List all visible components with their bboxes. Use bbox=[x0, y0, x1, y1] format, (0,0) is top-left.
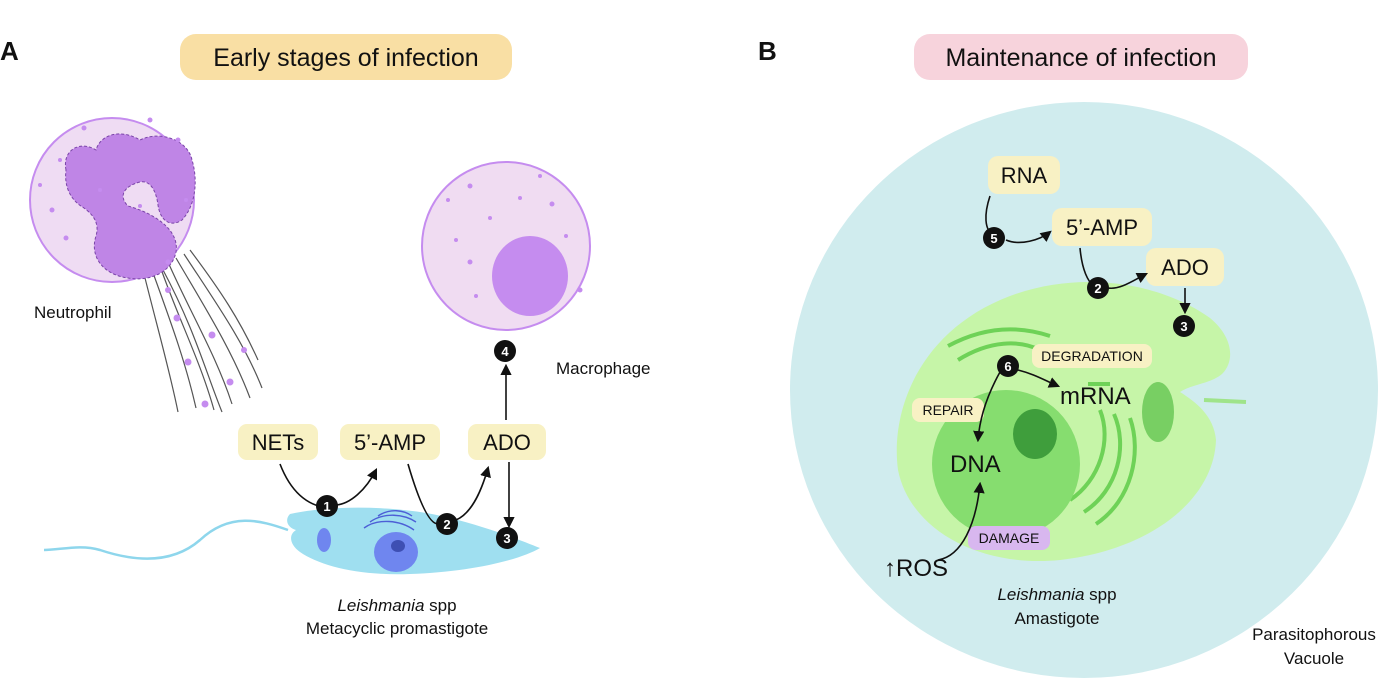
amp-box-a bbox=[340, 424, 440, 460]
spp-a: spp bbox=[424, 596, 456, 615]
promastigote-label-line1: Leishmania spp bbox=[337, 596, 456, 615]
neutrophil-nucleus bbox=[64, 133, 196, 280]
panel-a-title: Early stages of infection bbox=[213, 44, 478, 72]
mrna-label: mRNA bbox=[1060, 383, 1131, 410]
repair-label: REPAIR bbox=[922, 402, 973, 418]
ado-label-a: ADO bbox=[483, 430, 531, 455]
step-2-label-a: 2 bbox=[443, 517, 450, 532]
flagellum bbox=[43, 519, 289, 560]
amastigote-kinetoplast bbox=[1142, 382, 1174, 442]
spp-b: spp bbox=[1084, 585, 1116, 604]
panel-a-letter: A bbox=[0, 36, 19, 66]
golgi bbox=[363, 510, 417, 531]
macrophage-granules bbox=[446, 174, 583, 298]
promastigote-nucleolus bbox=[391, 540, 405, 552]
step-3-label-b: 3 bbox=[1180, 319, 1187, 334]
step-3-a: 3 bbox=[496, 527, 518, 549]
step-3-label-a: 3 bbox=[503, 531, 510, 546]
leishmania-genus-a: Leishmania bbox=[337, 596, 424, 615]
neutrophil-cell: Neutrophil bbox=[29, 117, 263, 413]
step-2-b: 2 bbox=[1087, 277, 1109, 299]
vacuole-label-line1: Parasitophorous bbox=[1252, 625, 1376, 644]
net-strands bbox=[143, 249, 263, 413]
damage-label: DAMAGE bbox=[979, 530, 1040, 546]
macrophage-label: Macrophage bbox=[556, 359, 651, 378]
step-2-label-b: 2 bbox=[1094, 281, 1101, 296]
net-dots bbox=[165, 287, 247, 408]
step-1-label: 1 bbox=[323, 499, 330, 514]
neutrophil-granules bbox=[38, 117, 188, 265]
amastigote-nucleolus bbox=[1013, 409, 1057, 459]
arrow-6-to-dna bbox=[973, 371, 1001, 443]
rna-label: RNA bbox=[1001, 163, 1048, 188]
kinetoplast bbox=[317, 528, 331, 552]
arrow-6-to-mrna bbox=[1017, 369, 1061, 388]
step-5-label: 5 bbox=[990, 231, 997, 246]
amastigote-er bbox=[947, 327, 1137, 526]
vacuole-label-line2: Vacuole bbox=[1284, 649, 1344, 668]
arrow-amp-to-2 bbox=[407, 463, 439, 525]
degradation-tag bbox=[1032, 344, 1152, 368]
step-4-a: 4 bbox=[494, 340, 516, 362]
step-2-a: 2 bbox=[436, 513, 458, 535]
leishmania-genus-b: Leishmania bbox=[997, 585, 1084, 604]
amp-label-a: 5’-AMP bbox=[354, 430, 426, 455]
nets-label: NETs bbox=[252, 430, 305, 455]
macrophage-cell: Macrophage bbox=[421, 161, 651, 378]
neutrophil-label: Neutrophil bbox=[34, 303, 112, 322]
ros-label: ↑ROS bbox=[884, 555, 948, 582]
amp-label-b: 5’-AMP bbox=[1066, 215, 1138, 240]
macrophage-nucleus bbox=[492, 236, 568, 316]
arrow-ros-to-dna bbox=[937, 481, 985, 561]
step-3-b: 3 bbox=[1173, 315, 1195, 337]
panel-a: A Early stages of infection bbox=[0, 34, 651, 638]
step-4-label: 4 bbox=[501, 344, 509, 359]
degradation-label: DEGRADATION bbox=[1041, 348, 1143, 364]
step-5-b: 5 bbox=[983, 227, 1005, 249]
ado-label-b: ADO bbox=[1161, 255, 1209, 280]
panel-b-title: Maintenance of infection bbox=[945, 44, 1216, 72]
panel-b: B Maintenance of infection Parasitophoro… bbox=[758, 34, 1378, 678]
promastigote: Leishmania spp Metacyclic promastigote bbox=[43, 507, 540, 638]
repair-tag bbox=[912, 398, 984, 422]
step-1-a: 1 bbox=[316, 495, 338, 517]
rna-box bbox=[988, 156, 1060, 194]
promastigote-label-line2: Metacyclic promastigote bbox=[306, 619, 488, 638]
nets-box bbox=[238, 424, 318, 460]
arrow-1-to-amp bbox=[335, 467, 378, 506]
amp-box-b bbox=[1052, 208, 1152, 246]
ado-box-b bbox=[1146, 248, 1224, 286]
panel-b-title-bg bbox=[914, 34, 1248, 80]
dna-label: DNA bbox=[950, 451, 1001, 478]
damage-tag bbox=[968, 526, 1050, 550]
arrow-5-to-amp bbox=[1005, 230, 1052, 244]
panel-a-title-bg bbox=[180, 34, 512, 80]
step-6-b: 6 bbox=[997, 355, 1019, 377]
amastigote-flagellum bbox=[1203, 398, 1247, 404]
amastigote-label-line2: Amastigote bbox=[1014, 609, 1099, 628]
arrow-2-to-ado bbox=[455, 465, 491, 521]
arrow-2b-to-ado bbox=[1107, 272, 1149, 290]
promastigote-nucleus bbox=[374, 532, 418, 572]
panel-b-letter: B bbox=[758, 36, 777, 66]
amastigote-label-line1: Leishmania spp bbox=[997, 585, 1116, 604]
ado-box-a bbox=[468, 424, 546, 460]
step-6-label: 6 bbox=[1004, 359, 1011, 374]
